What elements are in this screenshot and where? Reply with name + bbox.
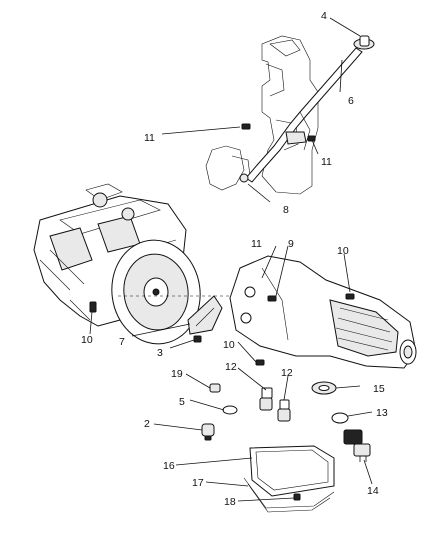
transmission-bolts xyxy=(255,293,355,366)
callout-7: 7 xyxy=(119,336,125,348)
leader-lines xyxy=(89,17,373,502)
engine-rear-outline xyxy=(205,35,319,195)
fitting-12-right xyxy=(277,399,291,422)
callout-10-center: 10 xyxy=(223,339,235,351)
callout-9: 9 xyxy=(288,238,294,250)
callout-11-upper-right: 11 xyxy=(321,156,332,168)
callout-17: 17 xyxy=(192,477,204,489)
callout-6: 6 xyxy=(348,95,354,107)
callout-2: 2 xyxy=(144,418,150,430)
callout-19: 19 xyxy=(171,368,183,380)
callout-12-left: 12 xyxy=(225,361,237,373)
pan-bolt-18 xyxy=(293,493,301,501)
transmission-case xyxy=(229,255,417,369)
dipstick-handle xyxy=(353,35,375,50)
o-ring-13 xyxy=(331,412,349,424)
fitting-12-left xyxy=(259,387,273,411)
callout-8: 8 xyxy=(283,204,289,216)
callout-11-upper-left: 11 xyxy=(144,132,155,144)
sensor-19 xyxy=(209,383,221,393)
flexplate xyxy=(111,239,201,345)
callout-11-transmission: 11 xyxy=(251,238,262,250)
dust-cover-bolt xyxy=(193,335,202,343)
callout-5: 5 xyxy=(179,396,185,408)
sensor-2 xyxy=(201,423,215,441)
seal-ring-15 xyxy=(311,381,337,395)
dipstick-tube xyxy=(245,47,363,183)
callout-10-left: 10 xyxy=(81,334,93,346)
callout-14: 14 xyxy=(367,485,379,497)
callout-16: 16 xyxy=(163,460,175,472)
engine-mount-bolt-left xyxy=(89,301,97,313)
transmission-tailshaft xyxy=(399,339,417,365)
callout-3: 3 xyxy=(157,347,163,359)
callout-18: 18 xyxy=(224,496,236,508)
callout-10-right: 10 xyxy=(337,245,349,257)
callout-13: 13 xyxy=(376,407,388,419)
switch-14 xyxy=(343,429,371,462)
callout-12-right: 12 xyxy=(281,367,293,379)
callout-labels: 4 6 11 11 8 11 9 10 10 7 3 10 12 12 19 1… xyxy=(81,10,388,508)
dust-cover-shield xyxy=(187,295,223,335)
callout-4: 4 xyxy=(321,10,327,22)
pan-gasket-17 xyxy=(243,477,335,513)
oil-pan-16 xyxy=(249,445,335,497)
o-ring-5 xyxy=(222,405,238,415)
dipstick-bracket-bolts xyxy=(239,123,316,183)
engine-block xyxy=(33,183,187,327)
callout-15: 15 xyxy=(373,383,385,395)
